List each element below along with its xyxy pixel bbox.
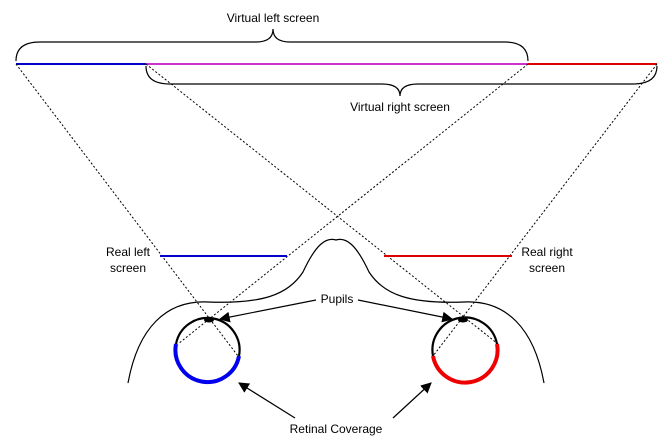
- pupils-arrow-right: [357, 299, 454, 323]
- virtual-left-brace: [15, 28, 529, 62]
- virtual-right-screen-label: Virtual right screen: [350, 100, 450, 114]
- real-left-screen-label-line1: Real left: [106, 245, 151, 259]
- left-eye: [173, 316, 241, 385]
- retinal-coverage-label: Retinal Coverage: [290, 422, 383, 436]
- real-right-screen-label-line1: Real right: [521, 245, 573, 259]
- projection-rays: [15, 63, 658, 357]
- virtual-left-screen-label: Virtual left screen: [227, 11, 320, 25]
- pupils-arrow-left: [218, 299, 317, 323]
- face-outline: [127, 238, 545, 384]
- virtual-right-brace: [145, 65, 658, 97]
- real-right-screen-label-line2: screen: [529, 261, 565, 275]
- retinal-arrow-left: [238, 382, 296, 419]
- right-eye: [431, 316, 500, 385]
- retinal-arrow-right: [392, 382, 432, 419]
- real-left-screen-label-line2: screen: [110, 261, 146, 275]
- pupils-label: Pupils: [321, 292, 354, 306]
- left-pupil: [204, 317, 214, 323]
- right-pupil: [458, 317, 468, 323]
